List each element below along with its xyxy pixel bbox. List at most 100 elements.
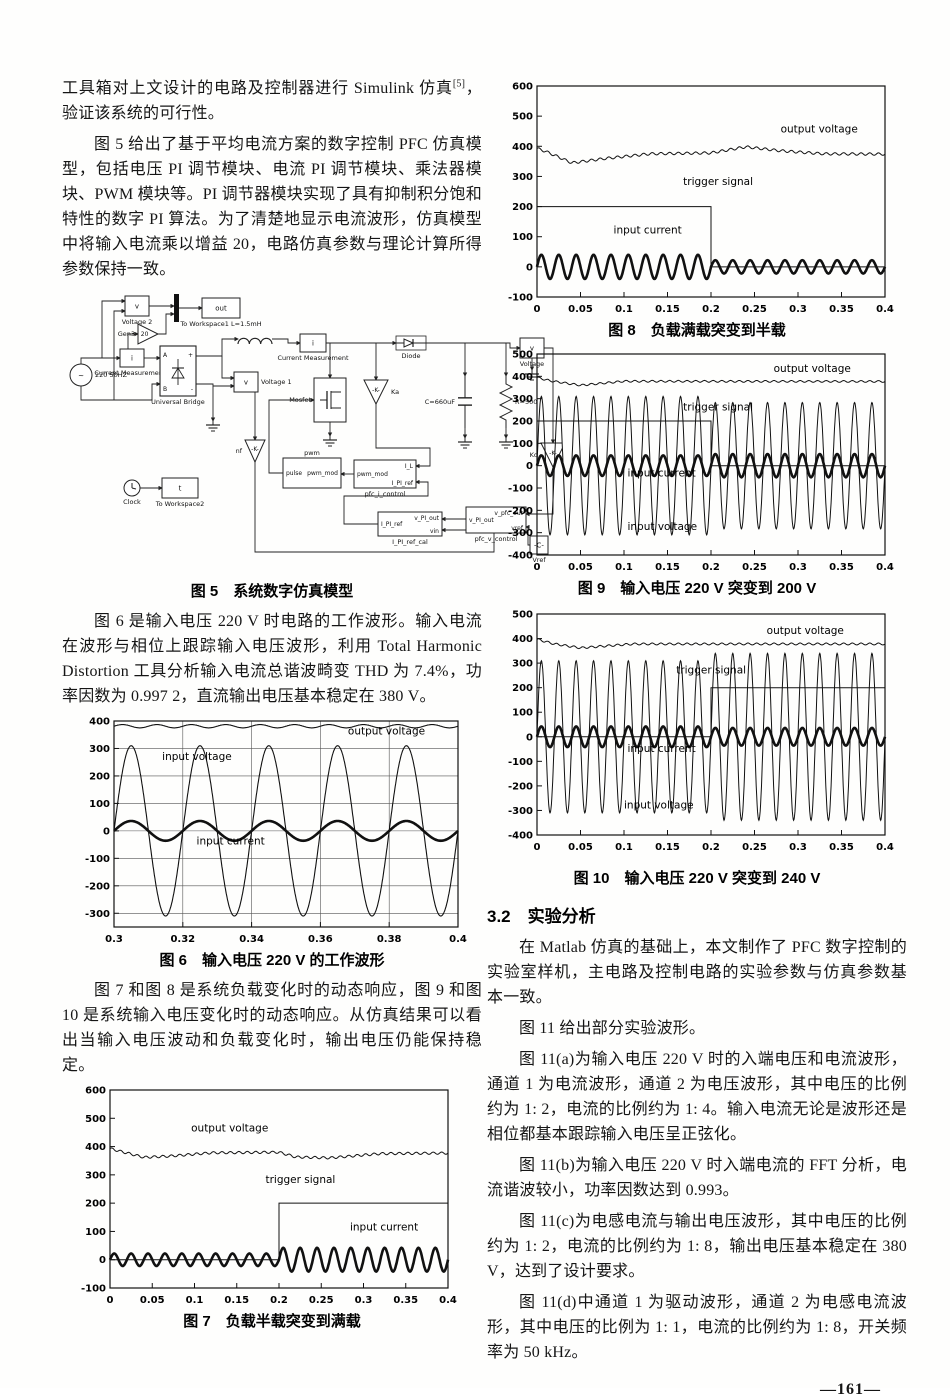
svg-text:0.35: 0.35 [829,304,854,315]
svg-text:100: 100 [89,799,110,810]
svg-text:500: 500 [512,350,533,361]
paragraph: 图 6 是输入电压 220 V 时电路的工作波形。输入电流在波形与相位上跟踪输入… [62,613,482,705]
svg-text:-100: -100 [508,757,533,768]
svg-text:-300: -300 [508,528,533,539]
svg-text:-200: -200 [85,881,110,892]
paragraph-text: ，验证该系统的可行性。 [62,80,482,122]
svg-text:Kd: Kd [530,451,538,459]
svg-text:0: 0 [534,304,541,315]
svg-text:600: 600 [85,1086,106,1097]
svg-text:-100: -100 [85,854,110,865]
svg-text:200: 200 [512,683,533,694]
svg-text:output voltage: output voltage [774,363,851,375]
svg-text:nf: nf [236,447,243,455]
svg-text:100: 100 [85,1227,106,1238]
svg-text:Current Measurement1: Current Measurement1 [94,369,169,377]
svg-text:0.1: 0.1 [615,842,633,853]
svg-text:200: 200 [85,1199,106,1210]
paragraph: 图 11(a)为输入电压 220 V 时的入端电压和电流波形，通道 1 为电流波… [487,1051,907,1143]
svg-text:trigger signal: trigger signal [676,665,746,677]
svg-text:Ka: Ka [391,388,399,396]
svg-text:pwm: pwm [304,449,320,457]
svg-text:~: ~ [78,372,84,380]
svg-text:-200: -200 [508,506,533,517]
svg-text:200: 200 [512,202,533,213]
svg-text:pfc_v_control: pfc_v_control [475,535,518,543]
svg-text:input voltage: input voltage [624,799,694,811]
svg-text:Voltage: Voltage [520,360,544,368]
svg-text:100: 100 [512,708,533,719]
paragraph: 图 11 给出部分实验波形。 [519,1020,706,1037]
svg-text:-300: -300 [85,909,110,920]
svg-text:v_pfc_out: v_pfc_out [494,510,523,517]
svg-text:300: 300 [89,744,110,755]
svg-text:trigger signal: trigger signal [683,401,753,413]
svg-text:output voltage: output voltage [191,1123,268,1135]
svg-text:0.05: 0.05 [568,304,593,315]
svg-text:v: v [244,379,248,387]
svg-text:0: 0 [99,1255,106,1266]
svg-text:i: i [312,340,314,348]
svg-text:0.2: 0.2 [702,562,720,573]
svg-text:100: 100 [512,232,533,243]
svg-text:0.2: 0.2 [702,304,720,315]
svg-text:input current: input current [627,468,695,480]
svg-text:0.1: 0.1 [186,1295,204,1306]
svg-text:0.1: 0.1 [615,304,633,315]
citation-ref: [5] [452,78,466,90]
svg-text:-300: -300 [508,806,533,817]
svg-text:0: 0 [107,1295,114,1306]
svg-text:0.25: 0.25 [742,562,767,573]
svg-text:400: 400 [85,1142,106,1153]
svg-text:input voltage: input voltage [162,751,232,763]
series-input-current [535,452,887,479]
svg-text:pfc_i_control: pfc_i_control [365,490,406,498]
svg-text:vref: vref [511,525,524,532]
svg-text:0.05: 0.05 [140,1295,165,1306]
svg-text:v: v [530,345,534,353]
svg-text:I_L: I_L [405,463,414,470]
svg-text:0.35: 0.35 [393,1295,418,1306]
svg-text:0.4: 0.4 [449,934,467,945]
figure9-caption: 图 9 输入电压 220 V 突变到 200 V [577,580,817,597]
series-input-current [535,253,887,281]
svg-text:0.4: 0.4 [876,842,894,853]
svg-text:300: 300 [512,394,533,405]
svg-text:0.05: 0.05 [568,842,593,853]
svg-text:A: A [163,352,168,359]
svg-text:-400: -400 [508,551,533,562]
svg-text:pulse: pulse [286,470,302,477]
svg-text:20: 20 [141,331,149,338]
svg-text:0.25: 0.25 [742,842,767,853]
svg-text:v_PI_out: v_PI_out [414,515,439,522]
svg-text:300: 300 [512,659,533,670]
figure6-caption: 图 6 输入电压 220 V 的工作波形 [159,952,385,969]
page-number: —161— [820,1381,881,1398]
svg-text:pwm_mod: pwm_mod [357,471,388,478]
series-input-current [108,1246,450,1274]
svg-text:0.3: 0.3 [789,842,807,853]
svg-text:R=500: R=500 [515,398,537,406]
series-output-voltage [536,638,886,650]
svg-text:600: 600 [512,82,533,93]
svg-text:0: 0 [534,842,541,853]
svg-text:0: 0 [103,826,110,837]
svg-text:Gen3: Gen3 [118,330,135,338]
svg-text:i: i [131,355,133,363]
svg-text:I_PI_ref_cal: I_PI_ref_cal [392,538,428,546]
svg-text:-C-: -C- [534,542,544,550]
svg-text:0: 0 [534,562,541,573]
paragraph: 图 7 和图 8 是系统负载变化时的动态响应，图 9 和图 10 是系统输入电压… [62,982,482,1074]
svg-text:300: 300 [512,172,533,183]
series-input-current [535,725,887,749]
svg-text:500: 500 [85,1114,106,1125]
svg-text:0: 0 [526,461,533,472]
svg-text:-400: -400 [508,831,533,842]
svg-text:To Workspace1 L=1.5mH: To Workspace1 L=1.5mH [179,320,261,328]
svg-text:B: B [163,386,167,393]
